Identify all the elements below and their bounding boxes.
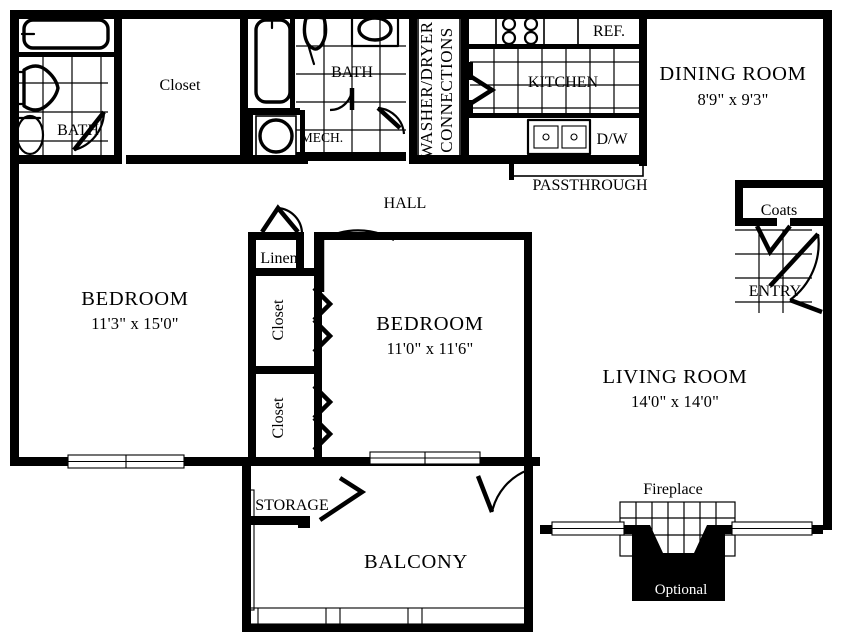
bathtub-icon (20, 18, 110, 50)
wall-stubs (10, 155, 532, 468)
kitchen (465, 13, 647, 180)
label-kitchen: KITCHEN (528, 74, 599, 91)
living-room (475, 232, 823, 601)
range-burners-icon (495, 13, 545, 47)
label-linen: Linen (260, 250, 297, 267)
coats-entry (735, 180, 832, 530)
label-fireplace: Fireplace (643, 481, 703, 498)
label-hall: HALL (384, 195, 427, 212)
bath-main-doors (329, 87, 406, 135)
label-dining-room: DINING ROOM (659, 63, 806, 85)
window-bedroom1 (67, 454, 185, 469)
label-bedroom-2-dimensions: 11'0" x 11'6" (387, 339, 474, 358)
double-sink-icon (526, 118, 592, 156)
label-living-room-dimensions: 14'0" x 14'0" (631, 392, 719, 411)
sink-icon (15, 114, 45, 156)
bedroom-1 (67, 454, 185, 469)
kitchen-opening (465, 62, 497, 118)
fireplace-icon (632, 525, 725, 601)
entry-door (768, 232, 823, 315)
bathtub-icon (254, 16, 292, 104)
label-bath-main: BATH (331, 64, 373, 81)
tile-kitchen (470, 48, 640, 115)
label-bedroom-2: BEDROOM (376, 313, 483, 335)
laundry-closet (409, 14, 469, 164)
linen-door (260, 204, 304, 235)
label-storage: STORAGE (255, 497, 329, 514)
window-bedroom2 (369, 451, 481, 465)
closet-upper-bifold (312, 286, 334, 354)
tile-entry (735, 229, 812, 313)
linen-closets (248, 204, 334, 464)
sink-icon (350, 12, 400, 48)
label-closet-lower: Closet (270, 397, 287, 438)
label-optional: Optional (655, 582, 708, 598)
bath-main (168, 12, 406, 164)
label-living-room: LIVING ROOM (603, 366, 748, 388)
balcony-rail (242, 489, 533, 632)
coats-bifold-doors (754, 224, 792, 257)
label-bath-left: BATH (57, 122, 99, 139)
label-entry: ENTRY (749, 283, 802, 300)
balcony-door (475, 468, 531, 520)
window-living-right (731, 521, 813, 536)
label-dining-dimensions: 8'9" x 9'3" (697, 90, 768, 109)
label-bedroom-1-dimensions: 11'3" x 15'0" (91, 314, 178, 333)
closet-lower-bifold (312, 384, 334, 452)
dining-room (639, 110, 647, 166)
label-connections: CONNECTIONS (437, 27, 456, 152)
label-coats: Coats (761, 202, 797, 219)
label-dishwasher: D/W (596, 131, 628, 148)
label-passthrough: PASSTHROUGH (533, 177, 648, 194)
label-closet-upper: Closet (270, 299, 287, 340)
toilet-icon (12, 64, 60, 112)
label-refrigerator: REF. (593, 23, 625, 40)
room-labels: BATH Closet BATH MECH. WASHER/DRYER CONN… (57, 21, 806, 598)
window-living-left (551, 521, 625, 536)
label-mech: MECH. (301, 130, 343, 145)
bath-left-door (72, 110, 106, 152)
storage-bifold-door (298, 476, 367, 528)
label-closet-top: Closet (160, 77, 201, 94)
label-balcony: BALCONY (364, 551, 468, 573)
water-heater-icon (258, 118, 294, 154)
label-washer-dryer: WASHER/DRYER (417, 21, 436, 158)
passthrough-counter (512, 161, 644, 177)
storage-balcony (242, 457, 533, 632)
label-bedroom-1: BEDROOM (81, 288, 188, 310)
toilet-icon (302, 15, 328, 66)
bath-left (10, 14, 174, 164)
